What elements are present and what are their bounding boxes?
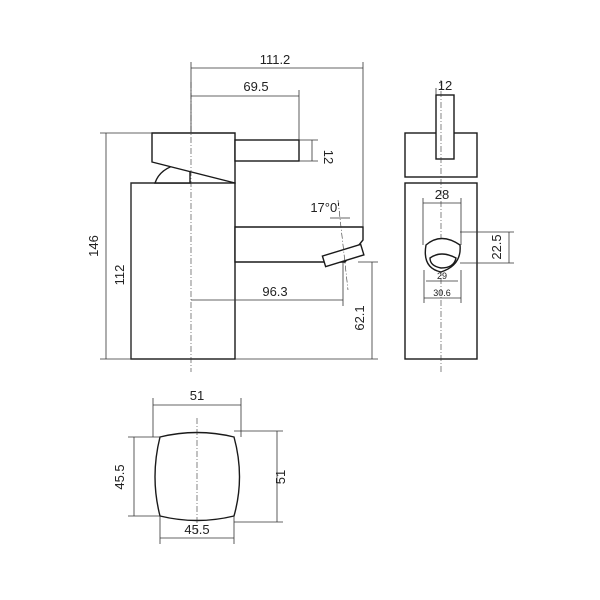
- label-plan-left: 45.5: [112, 464, 127, 489]
- label-plan-top: 51: [190, 388, 204, 403]
- front-view: 12 28 22.5 29 30.6: [404, 78, 514, 372]
- label-plan-right: 51: [273, 470, 288, 484]
- label-spout-reach: 96.3: [262, 284, 287, 299]
- label-outlet-height: 22.5: [489, 234, 504, 259]
- front-outlet-inner: [429, 253, 457, 269]
- label-overall-height: 146: [86, 235, 101, 257]
- front-handle: [435, 94, 455, 160]
- label-spout-width: 28: [435, 187, 449, 202]
- label-overall-reach: 111.2: [260, 52, 291, 67]
- side-body: [130, 182, 236, 360]
- label-outlet-outer: 30.6: [433, 288, 451, 298]
- label-front-handle-width: 12: [438, 78, 452, 93]
- side-view: 111.2 69.5 12 146 112 96.3 62.1 17°0': [86, 52, 378, 372]
- aerator-centerline: [337, 199, 349, 291]
- plan-view: 51 51 45.5 45.5: [112, 388, 288, 544]
- label-handle-reach: 69.5: [243, 79, 268, 94]
- label-spout-angle: 17°0': [310, 200, 339, 215]
- label-spout-height: 62.1: [352, 305, 367, 330]
- label-handle-thickness: 12: [321, 150, 336, 164]
- side-aerator: [321, 243, 365, 268]
- label-outlet-inner: 29: [437, 271, 447, 281]
- side-lever-head: [151, 132, 236, 184]
- label-body-height: 112: [112, 265, 127, 286]
- side-handle: [234, 139, 300, 162]
- label-plan-bottom: 45.5: [184, 522, 209, 537]
